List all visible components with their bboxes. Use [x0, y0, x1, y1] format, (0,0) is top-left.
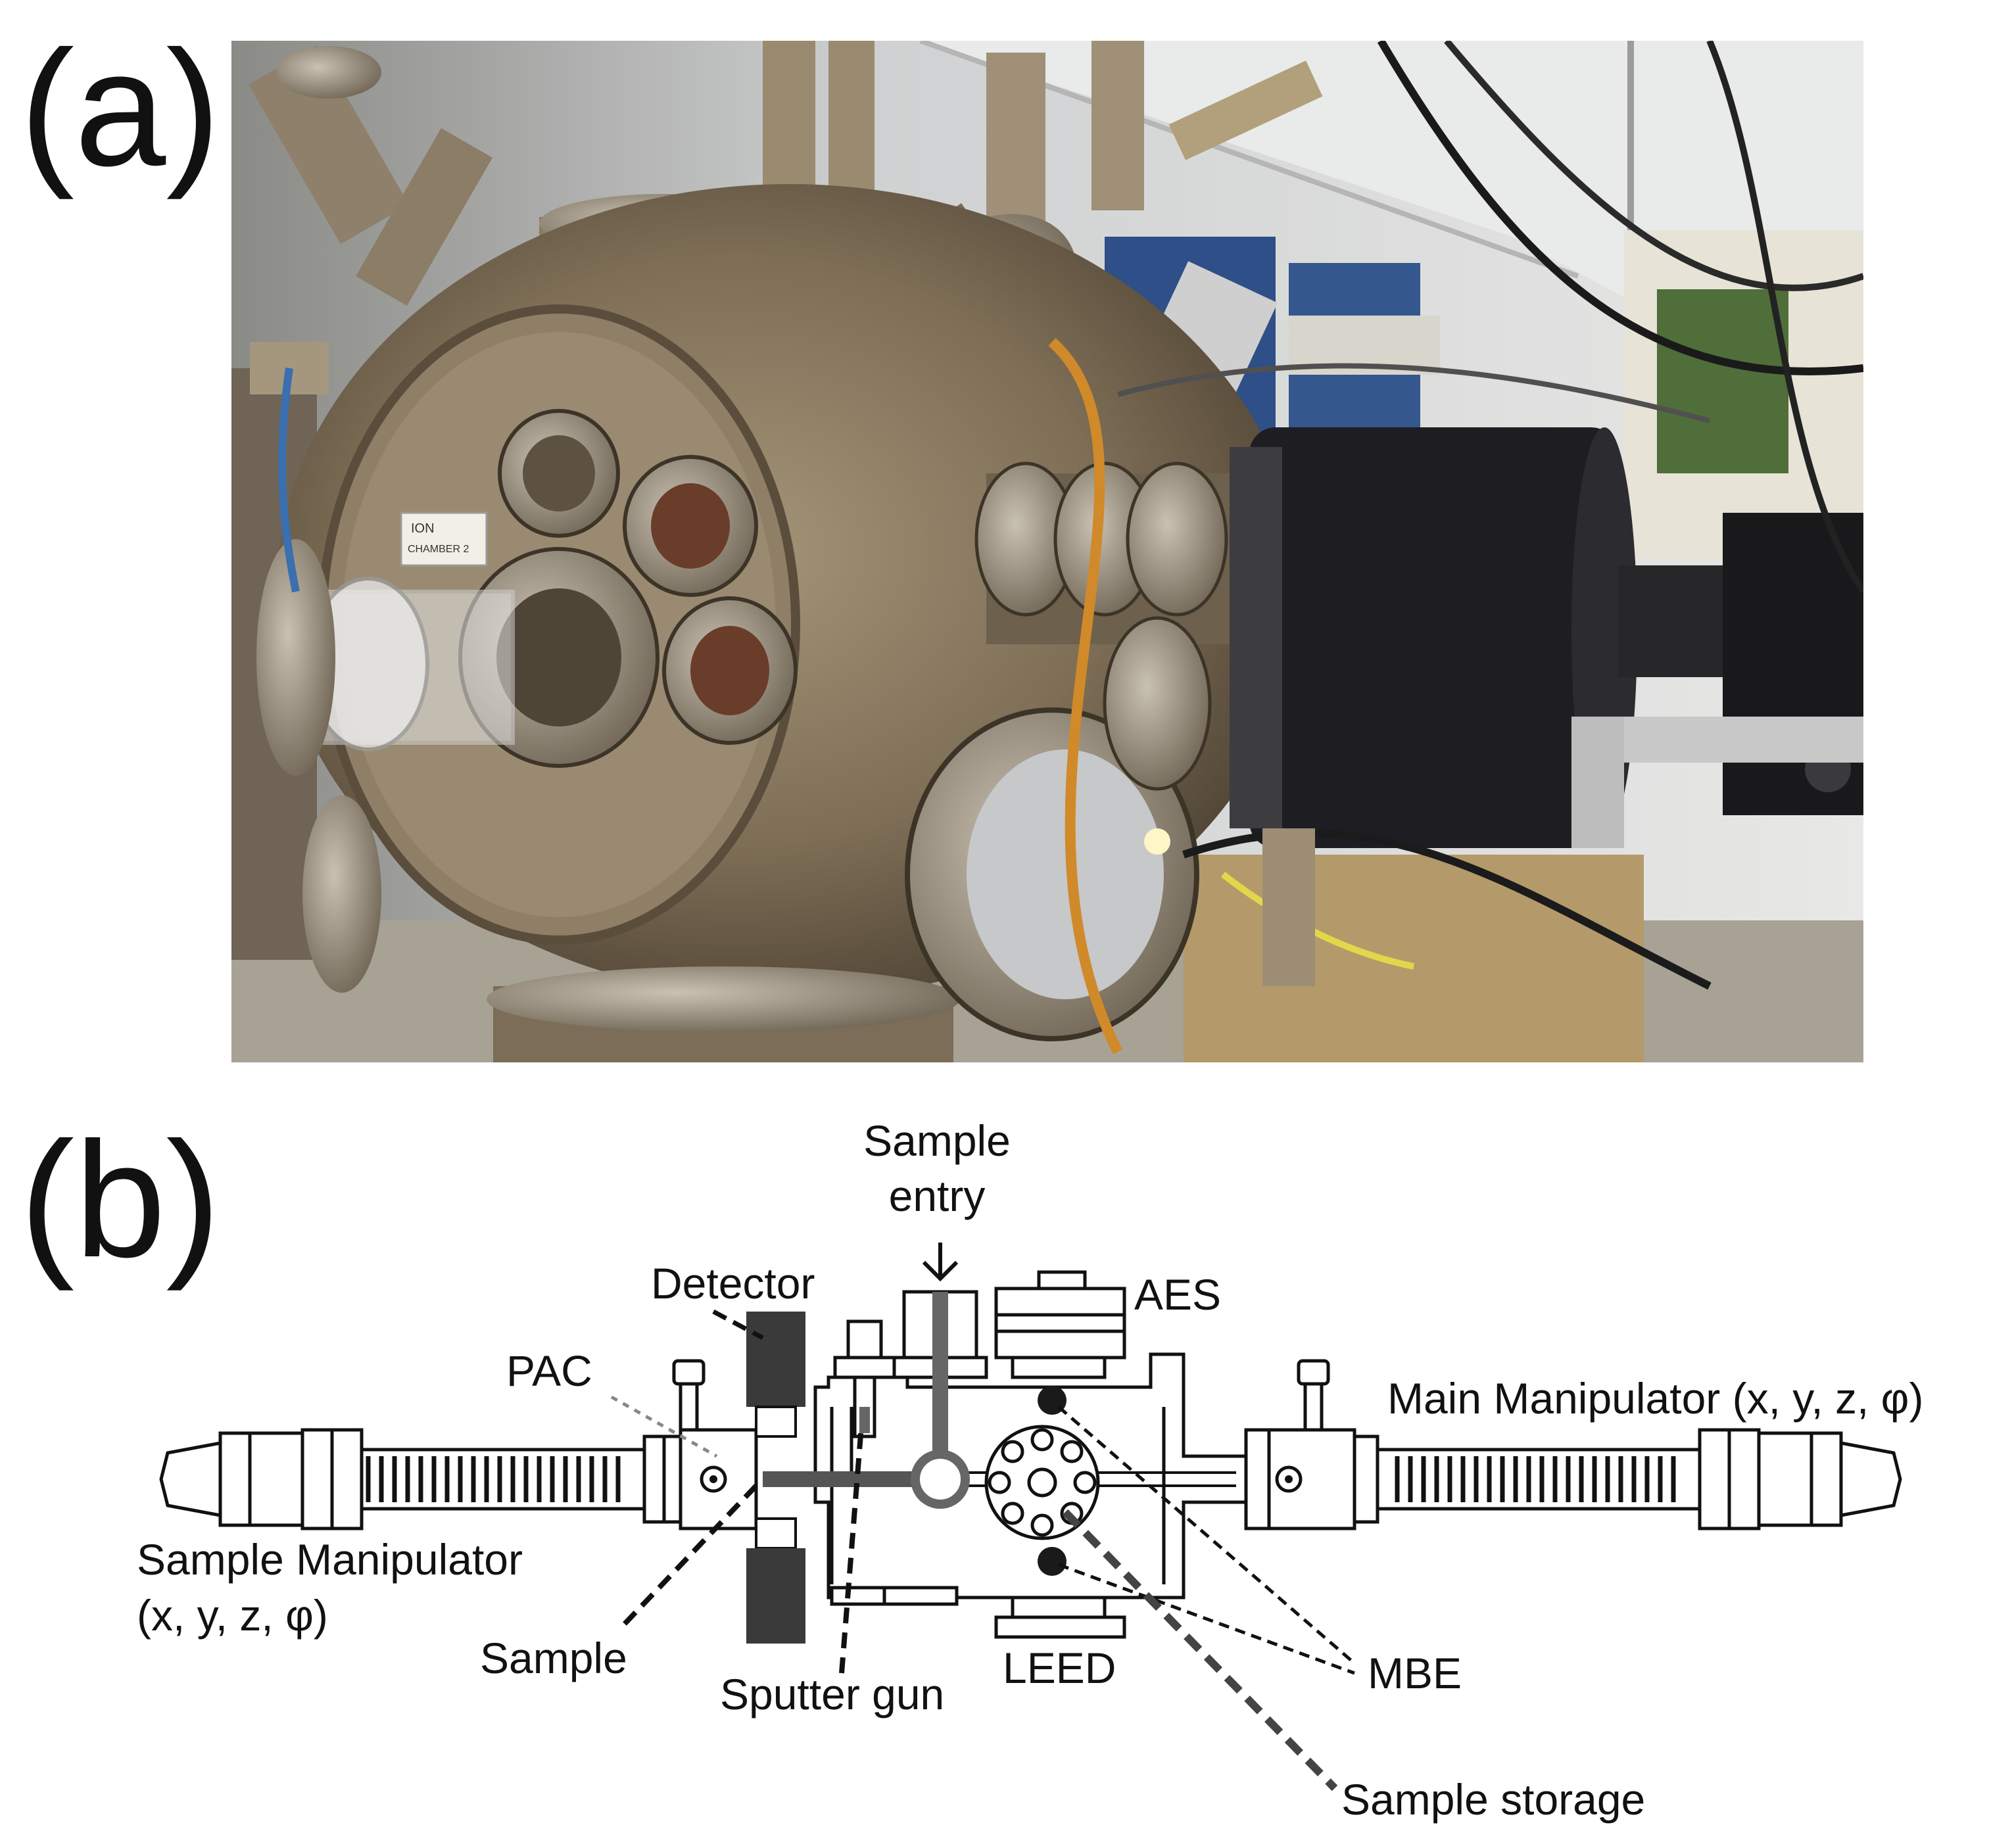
- right-manipulator-valve-stem: [1303, 1375, 1324, 1432]
- mbe-leader-bottom: [1058, 1563, 1355, 1675]
- sticker-text-line2: CHAMBER 2: [408, 544, 469, 555]
- label-sample-entry-2: entry: [889, 1172, 986, 1220]
- left-manipulator-flange-3: [300, 1428, 334, 1530]
- aes-body-1: [994, 1287, 1126, 1317]
- left-manipulator-flange-5: [642, 1434, 666, 1524]
- sputter-gun-tube: [853, 1375, 876, 1438]
- aes-body-3: [994, 1329, 1126, 1360]
- aes-flange: [1011, 1356, 1107, 1379]
- sputter-gun-head: [846, 1319, 883, 1360]
- label-sample-entry-1: Sample: [863, 1116, 1011, 1165]
- label-sample: Sample: [480, 1634, 627, 1682]
- left-manipulator-flange-6: [662, 1434, 683, 1524]
- sputter-gun-flange: [833, 1356, 896, 1379]
- right-bellows: [1395, 1456, 1676, 1502]
- label-aes: AES: [1134, 1270, 1221, 1319]
- detector-lower-stem: [755, 1517, 797, 1550]
- right-manipulator-flange-2: [1353, 1434, 1379, 1524]
- aes-body-2: [994, 1313, 1126, 1333]
- label-sample-manipulator-2: (x, y, z, φ): [137, 1591, 328, 1640]
- right-manipulator-endcap: [1839, 1440, 1902, 1518]
- label-sputter-gun: Sputter gun: [720, 1670, 944, 1718]
- sticker-text-line1: ION: [411, 521, 435, 536]
- label-main-manipulator: Main Manipulator (x, y, z, φ): [1387, 1374, 1923, 1423]
- left-manipulator-flange-2: [248, 1431, 304, 1527]
- detector-upper-stem: [755, 1406, 797, 1438]
- bottom-flange-left: [830, 1586, 886, 1606]
- detector-leader: [712, 1309, 764, 1340]
- left-manipulator-tube: [360, 1448, 646, 1511]
- sample-storage-carousel: [984, 1425, 1100, 1540]
- detector-lower: [746, 1548, 805, 1644]
- bottom-flange-mid: [882, 1586, 959, 1606]
- panel-label-b: (b): [20, 1108, 221, 1291]
- right-manipulator-valve-knob: [1297, 1359, 1330, 1386]
- aes-cap: [1037, 1270, 1087, 1291]
- right-manipulator-flange-4: [1727, 1428, 1761, 1530]
- label-detector: Detector: [651, 1259, 815, 1308]
- label-leed: LEED: [1003, 1644, 1116, 1692]
- label-sample-manipulator-1: Sample Manipulator: [137, 1535, 523, 1584]
- right-manipulator-flange-1: [1244, 1428, 1271, 1530]
- leed-body: [994, 1615, 1126, 1639]
- right-manipulator-flange-6: [1809, 1431, 1843, 1527]
- sputter-gun-leader: [839, 1426, 864, 1674]
- left-manipulator-flange-1: [218, 1431, 252, 1527]
- sample-entry-holder: [911, 1450, 970, 1509]
- panel-label-a: (a): [20, 16, 221, 200]
- sample-entry-rod: [932, 1292, 948, 1459]
- sample-storage-leader: [1062, 1509, 1338, 1791]
- pac-valve-knob: [672, 1359, 706, 1386]
- sample-leader: [623, 1484, 758, 1626]
- label-mbe: MBE: [1368, 1649, 1462, 1697]
- mbe-leader-top: [1057, 1406, 1356, 1665]
- left-bellows: [366, 1456, 621, 1502]
- label-sample-storage: Sample storage: [1341, 1775, 1645, 1824]
- mbe-source-bottom: [1038, 1547, 1066, 1576]
- left-manipulator-endcap: [159, 1440, 222, 1518]
- right-manipulator-flange-5: [1757, 1431, 1813, 1527]
- leed-flange: [1011, 1596, 1107, 1619]
- label-pac: PAC: [506, 1346, 592, 1395]
- sample-entry-arrow: [922, 1243, 959, 1282]
- detector-upper: [746, 1312, 805, 1407]
- left-manipulator-flange-4: [330, 1428, 364, 1530]
- right-manipulator-flange-3: [1698, 1428, 1731, 1530]
